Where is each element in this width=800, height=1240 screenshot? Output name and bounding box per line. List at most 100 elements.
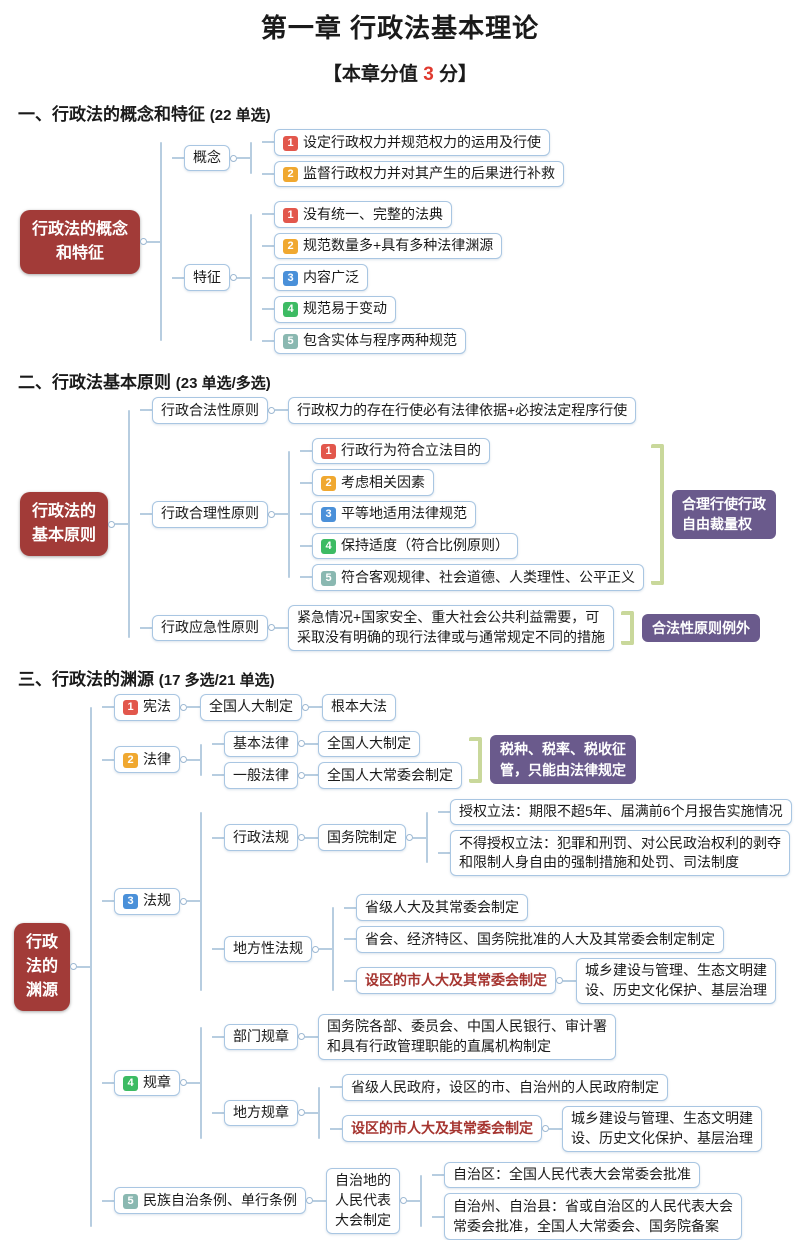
label-text: 法规	[143, 892, 172, 909]
connector	[556, 977, 576, 984]
item-text: 保持适度（符合比例原则）	[341, 537, 510, 554]
bracket	[469, 736, 483, 783]
s1-root-node: 行政法的概念 和特征	[20, 209, 141, 274]
connector	[302, 704, 322, 711]
number-badge-icon: 1	[123, 700, 139, 716]
connector	[180, 898, 200, 905]
autonomy-items: 自治区：全国人民代表大会常委会批准 自治州、自治县：省或自治区的人民代表大会 常…	[420, 1161, 743, 1240]
department-rules-node: 部门规章	[224, 1023, 299, 1051]
constitution-nature-node: 根本大法	[322, 693, 397, 721]
general-law-maker-node: 全国人大常委会制定	[318, 762, 463, 789]
legality-leaf-node: 行政权力的存在行使必有法律依据+必按法定程序行使	[288, 397, 637, 424]
exception-annotation-box: 合法性原则例外	[642, 613, 761, 642]
number-badge-icon: 2	[283, 167, 299, 183]
bracket	[651, 443, 665, 585]
connector	[102, 706, 115, 709]
forbidden-legislation-node: 不得授权立法：犯罪和刑罚、对公民政治权利的剥夺 和限制人身自由的强制措施和处罚、…	[450, 830, 791, 877]
local-rules-maker-node: 省级人民政府，设区的市、自治州的人民政府制定	[342, 1074, 669, 1101]
connector	[438, 852, 451, 855]
connector	[262, 245, 275, 248]
connector	[212, 1111, 225, 1114]
maker-line3: 大会制定	[335, 1211, 392, 1228]
connector	[212, 1035, 225, 1038]
section-1-title: 一、行政法的概念和特征	[18, 105, 205, 124]
connector	[300, 576, 313, 579]
autonomy-maker-node: 自治地的 人民代表 大会制定	[326, 1167, 401, 1234]
connector	[140, 513, 153, 516]
connector	[262, 339, 275, 342]
connector	[300, 481, 313, 484]
connector	[230, 274, 250, 281]
leaf-line2: 和具有行政管理职能的直属机构制定	[327, 1037, 552, 1054]
chapter-title: 第一章 行政法基本理论	[260, 13, 540, 43]
section-1-note: (22 单选)	[209, 107, 271, 124]
s1-root-line2: 和特征	[56, 244, 105, 262]
s3-root-node: 行政 法的 渊源	[14, 922, 71, 1011]
department-rules-maker-node: 国务院各部、委员会、中国人民银行、审计署 和具有行政管理职能的直属机构制定	[318, 1013, 617, 1061]
section-2-tree: 行政法的 基本原则 行政合法性原则 行政权力的存在行使必有法律依据+必按法定程序…	[20, 397, 800, 651]
number-badge-icon: 3	[321, 507, 337, 523]
basic-law-maker-node: 全国人大制定	[318, 730, 421, 758]
scope-node: 城乡建设与管理、生态文明建 设、历史文化保护、基层治理	[562, 1105, 763, 1152]
list-item: 省级人大及其常委会制定	[344, 894, 776, 922]
local-rules-row: 地方规章 省级人民政府，设区的市、自治州的人民政府制定 设区的市人大及其常委会制…	[212, 1074, 763, 1152]
scope-line1: 城乡建设与管理、生态文明建	[571, 1110, 754, 1127]
section-3-note: (17 多选/21 单选)	[158, 671, 275, 689]
connector	[298, 1033, 318, 1040]
admin-regulation-items: 授权立法：期限不超5年、届满前6个月报告实施情况 不得授权立法：犯罪和刑罚、对公…	[426, 798, 792, 877]
section-2-heading: 二、行政法基本原则 (23 单选/多选)	[18, 368, 800, 393]
list-item: 不得授权立法：犯罪和刑罚、对公民政治权利的剥夺 和限制人身自由的强制措施和处罚、…	[438, 830, 792, 877]
item-text: 平等地适用法律规范	[341, 505, 468, 522]
s2-branches: 行政合法性原则 行政权力的存在行使必有法律依据+必按法定程序行使 行政合理性原则…	[128, 397, 777, 651]
concept-label-node: 概念	[184, 144, 231, 172]
basic-law-node: 基本法律	[224, 730, 299, 758]
legality-label-node: 行政合法性原则	[152, 397, 269, 424]
connector	[212, 742, 225, 745]
number-badge-icon: 3	[123, 894, 139, 910]
number-badge-icon: 5	[321, 570, 337, 586]
rules-subbranches: 部门规章 国务院各部、委员会、中国人民银行、审计署 和具有行政管理职能的直属机构…	[200, 1013, 763, 1152]
score-value: 3	[423, 64, 434, 85]
number-badge-icon: 1	[321, 444, 337, 460]
s3-root-line2: 法的	[26, 957, 59, 975]
constitution-maker-node: 全国人大制定	[200, 693, 303, 721]
branch-legality: 行政合法性原则 行政权力的存在行使必有法律依据+必按法定程序行使	[140, 397, 776, 424]
section-1-heading: 一、行政法的概念和特征 (22 单选)	[18, 100, 800, 125]
district-city-npc-node: 设区的市人大及其常委会制定	[356, 967, 557, 995]
local-rules-node: 地方规章	[224, 1099, 299, 1127]
connector	[306, 1197, 326, 1204]
connector	[300, 450, 313, 453]
connector	[262, 172, 275, 175]
connector	[344, 906, 357, 909]
connector	[344, 938, 357, 941]
list-item: 自治区：全国人民代表大会常委会批准	[432, 1161, 742, 1189]
connector	[268, 407, 288, 414]
law-subbranches: 基本法律 全国人大制定 一般法律 全国人大常委会制定	[200, 730, 463, 789]
item-text: 包含实体与程序两种规范	[303, 332, 458, 349]
score-suffix: 分】	[433, 64, 478, 85]
department-rules-row: 部门规章 国务院各部、委员会、中国人民银行、审计署 和具有行政管理职能的直属机构…	[212, 1013, 762, 1061]
scope-node: 城乡建设与管理、生态文明建 设、历史文化保护、基层治理	[576, 957, 777, 1004]
number-badge-icon: 2	[283, 239, 299, 255]
label-text: 法律	[143, 750, 172, 767]
connector	[298, 772, 318, 779]
